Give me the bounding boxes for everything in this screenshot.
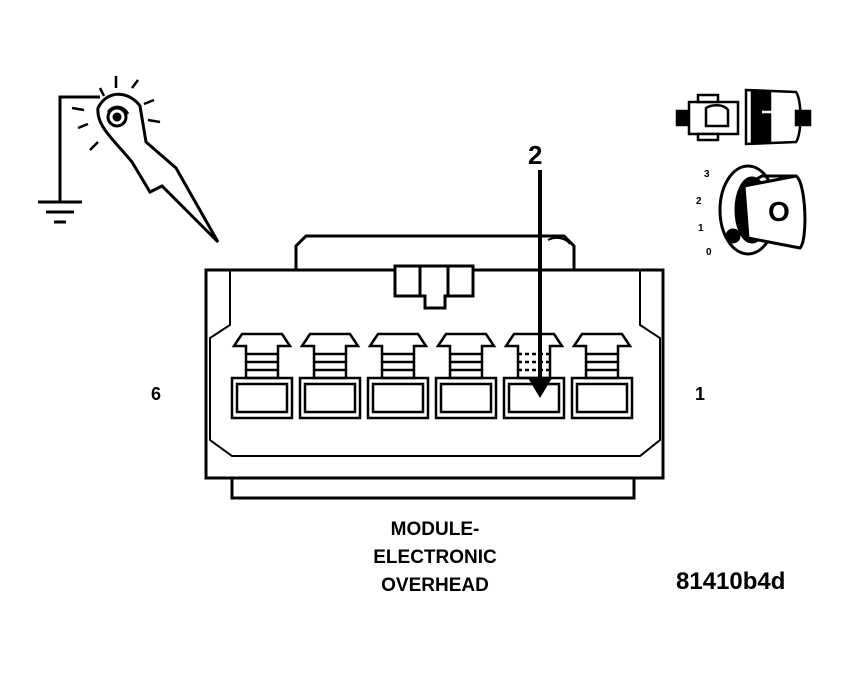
title-line-2: ELECTRONIC [373,547,497,568]
connector-plug-icon [675,88,812,146]
module-title: MODULE- ELECTRONIC OVERHEAD [330,516,540,600]
terminal-2 [502,332,566,420]
ignition-position-0: 0 [706,247,712,258]
terminal-row [230,332,634,420]
pin-number-left: 6 [151,384,162,404]
test-light-probe-icon [71,76,220,244]
connector-housing [204,234,665,500]
ground-symbol-icon [38,95,100,224]
terminal-4 [366,332,430,420]
title-line-1: MODULE- [390,519,480,540]
ignition-key-letter: O [768,196,790,227]
ignition-switch-icon [718,164,807,256]
terminal-1 [570,332,634,420]
title-line-3: OVERHEAD [381,575,489,596]
callout-number: 2 [528,140,543,170]
figure-code: 81410b4d [676,568,786,595]
terminal-3 [434,332,498,420]
ignition-position-3: 3 [704,169,710,180]
ignition-position-2: 2 [696,196,702,207]
terminal-6 [230,332,294,420]
callout-arrow [528,170,552,398]
ignition-position-1: 1 [698,223,704,234]
pin-number-right: 1 [695,384,706,404]
terminal-5 [298,332,362,420]
